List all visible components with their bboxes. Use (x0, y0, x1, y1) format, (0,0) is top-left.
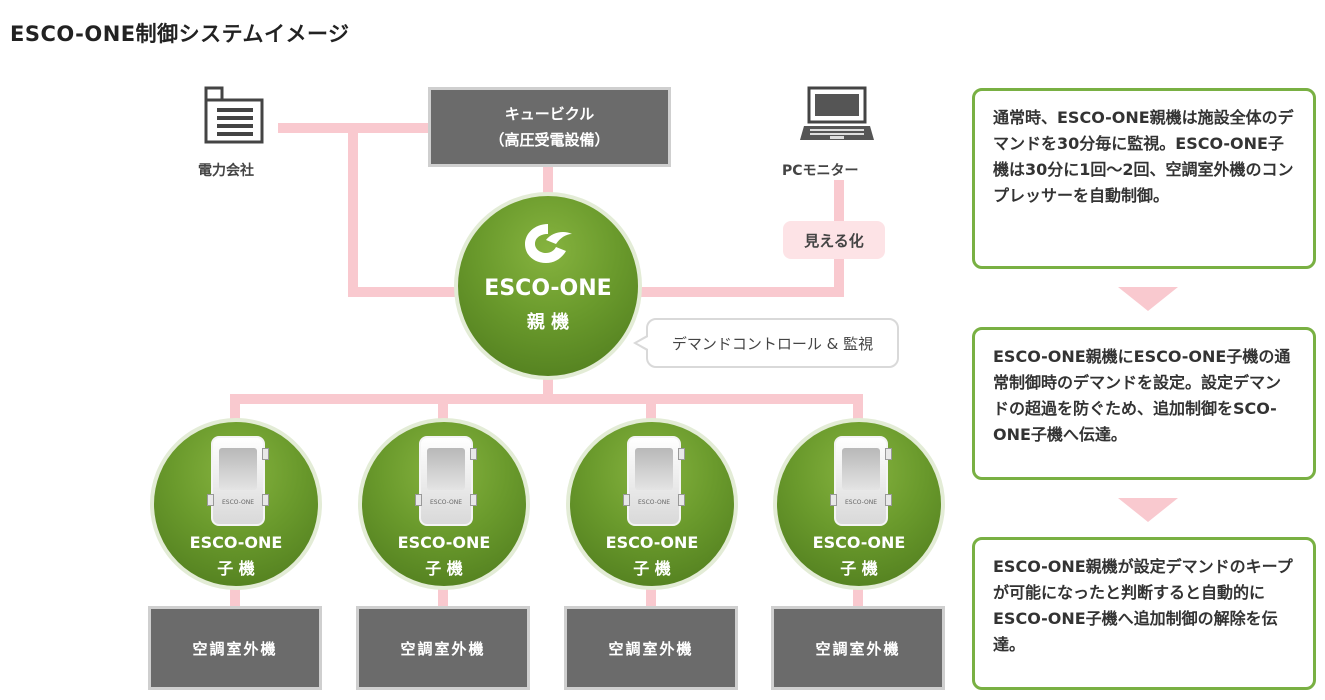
ac-outdoor-unit: 空調室外機 (356, 606, 530, 690)
child-unit-role: 子 機 (217, 559, 255, 578)
step-box-2: ESCO-ONE親機にESCO-ONE子機の通常制御時のデマンドを設定。設定デマ… (972, 327, 1316, 480)
device-icon: ESCO-ONE (830, 436, 892, 526)
child-unit-circle: ESCO-ONE ESCO-ONE 子 機 (773, 418, 945, 590)
connector-line (853, 394, 863, 424)
ac-outdoor-unit: 空調室外機 (564, 606, 738, 690)
connector-line (348, 123, 358, 297)
child-unit-role: 子 機 (633, 559, 671, 578)
device-tag: ESCO-ONE (637, 499, 670, 506)
down-arrow (1118, 498, 1178, 522)
building-icon (204, 86, 264, 144)
connector-line (348, 287, 458, 297)
laptop-icon (800, 86, 874, 140)
connector-line (230, 394, 240, 424)
connector-line (230, 394, 863, 404)
step-box-1: 通常時、ESCO-ONE親機は施設全体のデマンドを30分毎に監視。ESCO-ON… (972, 88, 1316, 269)
child-unit-role: 子 機 (840, 559, 878, 578)
device-icon: ESCO-ONE (207, 436, 269, 526)
connector-line (543, 167, 553, 195)
device-tag: ESCO-ONE (844, 499, 877, 506)
visualization-label: 見える化 (783, 221, 885, 259)
bubble-tail-inner (637, 337, 648, 349)
child-unit-circle: ESCO-ONE ESCO-ONE 子 機 (566, 418, 738, 590)
connector-line (646, 394, 656, 424)
child-unit-name: ESCO-ONE (397, 533, 491, 552)
cubicle-box: キュービクル （高圧受電設備） (428, 87, 671, 167)
connector-line (646, 585, 656, 609)
connector-line (638, 287, 844, 297)
child-unit-circle: ESCO-ONE ESCO-ONE 子 機 (150, 418, 322, 590)
connector-line (230, 585, 240, 609)
connector-line (438, 585, 448, 609)
device-tag: ESCO-ONE (221, 499, 254, 506)
demand-control-bubble: デマンドコントロール & 監視 (646, 318, 899, 368)
pc-monitor-label: PCモニター (782, 163, 859, 179)
child-unit-role: 子 機 (425, 559, 463, 578)
child-unit-name: ESCO-ONE (189, 533, 283, 552)
device-icon: ESCO-ONE (415, 436, 477, 526)
step-box-3: ESCO-ONE親機が設定デマンドのキープが可能になったと判断すると自動的にES… (972, 537, 1316, 690)
ac-outdoor-unit: 空調室外機 (771, 606, 945, 690)
cubicle-sublabel: （高圧受電設備） (489, 131, 610, 149)
parent-unit-role: 親 機 (526, 312, 570, 333)
parent-unit-circle: ESCO-ONE 親 機 (454, 192, 642, 380)
child-unit-circle: ESCO-ONE ESCO-ONE 子 機 (358, 418, 530, 590)
cubicle-label: キュービクル (504, 105, 595, 123)
connector-line (853, 585, 863, 609)
down-arrow (1118, 287, 1178, 311)
parent-unit-name: ESCO-ONE (484, 276, 612, 301)
device-tag: ESCO-ONE (429, 499, 462, 506)
child-unit-name: ESCO-ONE (605, 533, 699, 552)
page-title: ESCO-ONE制御システムイメージ (10, 22, 350, 46)
connector-line (438, 394, 448, 424)
power-company-label: 電力会社 (198, 163, 254, 179)
connector-line (543, 376, 553, 398)
child-unit-name: ESCO-ONE (812, 533, 906, 552)
ac-outdoor-unit: 空調室外機 (148, 606, 322, 690)
esco-logo-icon (525, 224, 572, 263)
device-icon: ESCO-ONE (623, 436, 685, 526)
